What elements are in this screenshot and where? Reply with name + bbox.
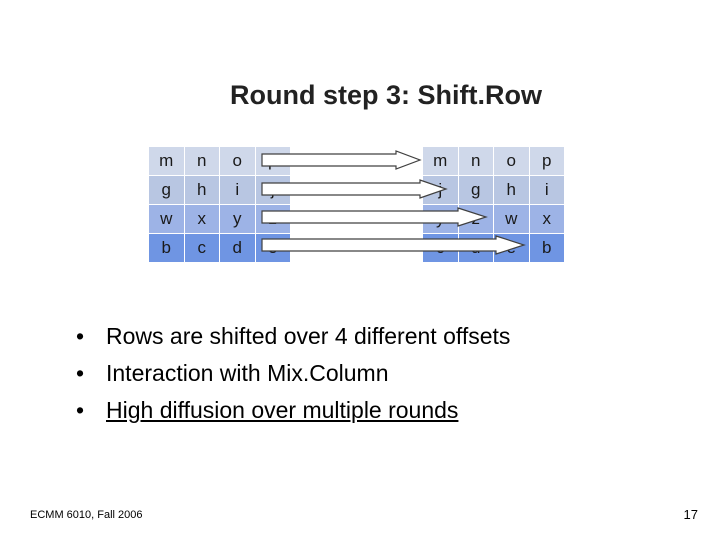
matrix-cell: x <box>528 204 565 234</box>
matrix-cell: m <box>148 146 185 176</box>
shift-arrow-row-1 <box>261 179 448 199</box>
bullet-text: Interaction with Mix.Column <box>106 360 389 386</box>
bullet-item: • High diffusion over multiple rounds <box>76 392 510 429</box>
bullet-dot: • <box>76 397 85 423</box>
bullet-text: Rows are shifted over 4 different offset… <box>106 323 511 349</box>
slide-footer: ECMM 6010, Fall 2006 <box>30 509 143 521</box>
bullet-item: • Rows are shifted over 4 different offs… <box>76 318 510 355</box>
matrix-cell: x <box>183 204 220 234</box>
matrix-cell: b <box>148 233 185 263</box>
matrix-cell: m <box>422 146 459 176</box>
bullet-dot: • <box>76 360 85 386</box>
shift-arrow-row-3 <box>261 235 526 255</box>
matrix-cell: o <box>219 146 256 176</box>
bullet-dot: • <box>76 323 85 349</box>
matrix-cell: h <box>493 175 530 205</box>
matrix-cell: b <box>528 233 565 263</box>
matrix-cell: g <box>457 175 494 205</box>
matrix-cell: w <box>148 204 185 234</box>
matrix-cell: w <box>493 204 530 234</box>
matrix-cell: d <box>219 233 256 263</box>
shift-arrow-row-0 <box>261 150 422 170</box>
slide-title: Round step 3: Shift.Row <box>230 80 542 110</box>
matrix-row-1: j g h i <box>422 175 565 205</box>
matrix-row-0: m n o p <box>422 146 565 176</box>
bullet-list: • Rows are shifted over 4 different offs… <box>76 318 510 429</box>
matrix-cell: i <box>528 175 565 205</box>
shift-arrow-row-2 <box>261 207 488 227</box>
bullet-item: • Interaction with Mix.Column <box>76 355 510 392</box>
matrix-cell: h <box>183 175 220 205</box>
matrix-cell: n <box>183 146 220 176</box>
matrix-cell: p <box>528 146 565 176</box>
bullet-text: High diffusion over multiple rounds <box>106 397 459 423</box>
matrix-cell: c <box>183 233 220 263</box>
matrix-cell: i <box>219 175 256 205</box>
matrix-row-2: w x y z <box>148 204 291 234</box>
page-number: 17 <box>683 507 698 522</box>
matrix-cell: y <box>219 204 256 234</box>
